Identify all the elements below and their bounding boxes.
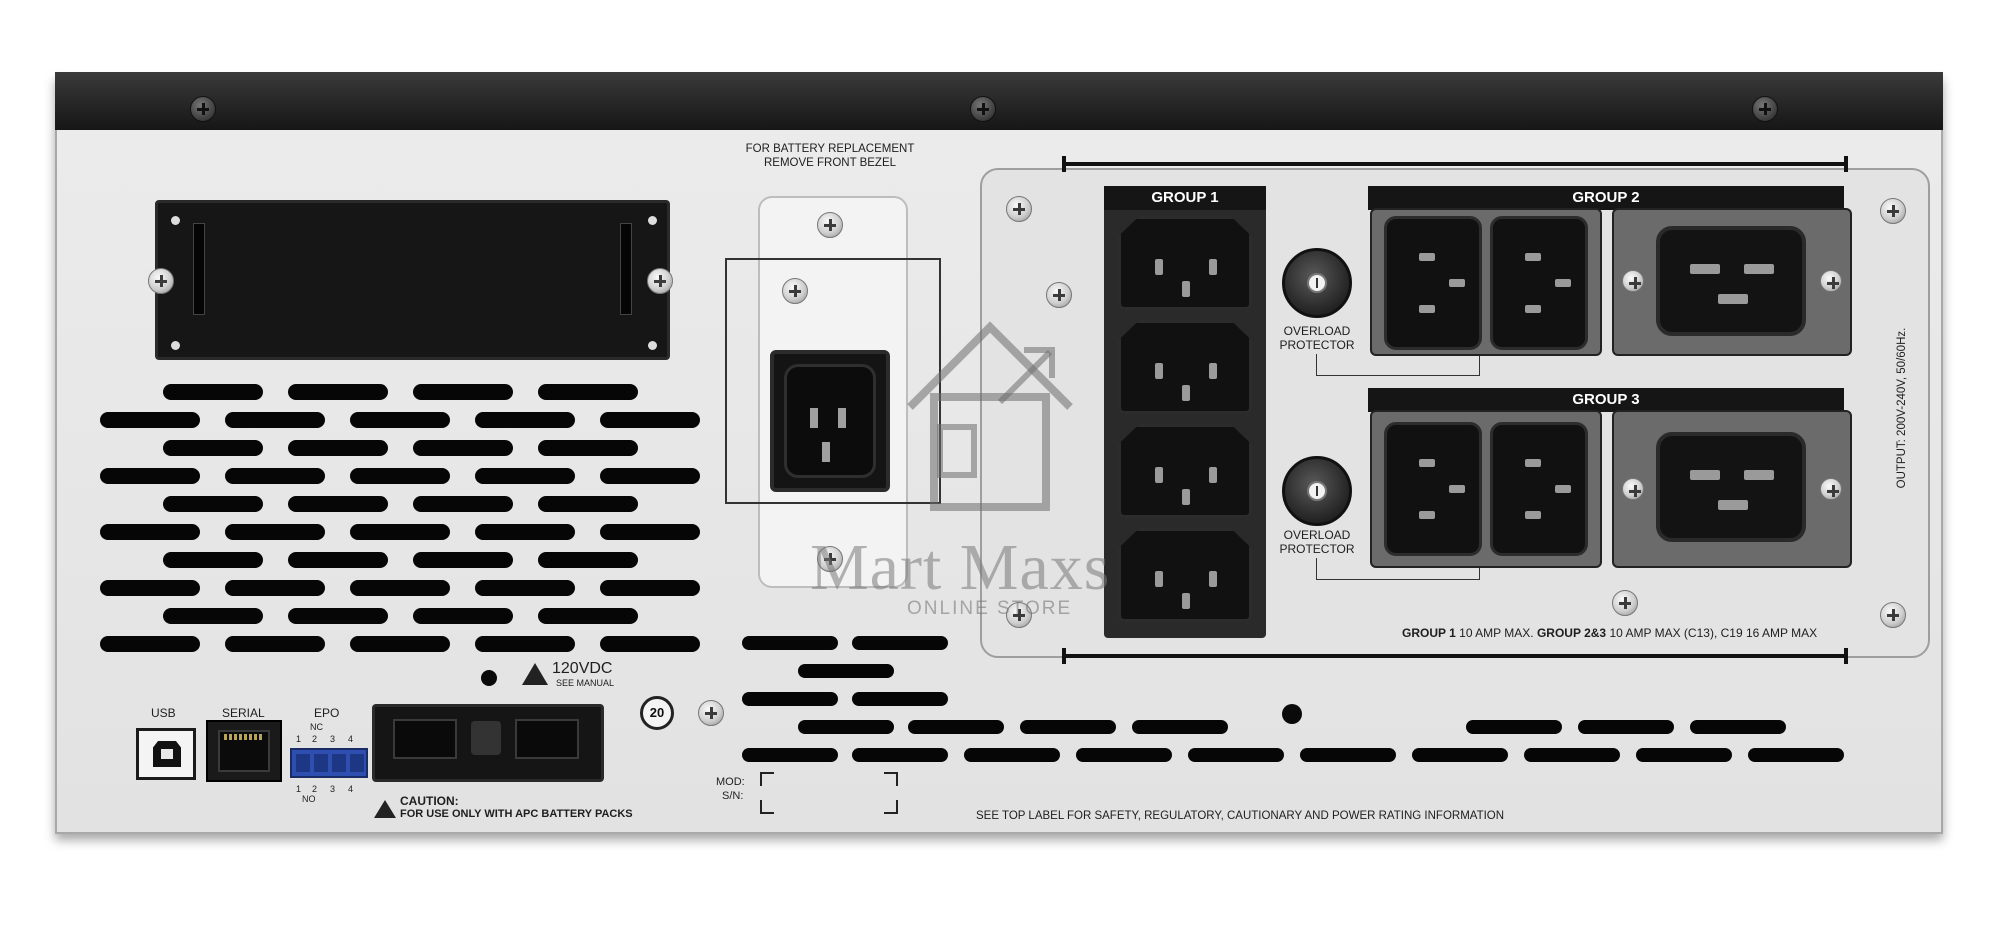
group-plate-screw-icon[interactable] <box>1046 282 1072 308</box>
group3-outlet-c19[interactable] <box>1656 432 1806 542</box>
outlet-screw-icon[interactable] <box>1820 270 1842 292</box>
group1-outlet-c13[interactable] <box>1118 216 1252 310</box>
bottom-bracket-bar <box>1062 654 1848 658</box>
caution-title: CAUTION: <box>400 794 459 808</box>
rivet-icon <box>648 341 657 350</box>
c20-input-inlet[interactable] <box>770 350 890 492</box>
ground-hole-icon <box>481 670 497 686</box>
protector-link-line <box>1316 558 1480 580</box>
serial-port[interactable] <box>206 720 282 782</box>
caution-warning-icon <box>374 800 396 818</box>
group1-outlet-c13[interactable] <box>1118 528 1252 622</box>
sn-label: S/N: <box>722 790 744 802</box>
outlet-screw-icon[interactable] <box>1820 478 1842 500</box>
outlet-screw-icon[interactable] <box>1622 270 1644 292</box>
watermark-house-icon <box>900 312 1080 512</box>
epo-nc-label: NC <box>310 722 323 732</box>
mod-label: MOD: <box>716 776 745 788</box>
rivet-icon <box>171 216 180 225</box>
output-rating-text: OUTPUT: 200V-240V, 50/60Hz. <box>1896 327 1908 489</box>
group1-outlet-c13[interactable] <box>1118 320 1252 414</box>
overload-label-g2-line1: OVERLOAD <box>1283 324 1351 338</box>
rohs-badge-icon: 20 <box>640 696 674 730</box>
group1-outlet-c13[interactable] <box>1118 424 1252 518</box>
group-plate-screw-icon[interactable] <box>1880 602 1906 628</box>
group3-outlet-c13[interactable] <box>1384 422 1482 556</box>
rating-g1-text: 10 AMP MAX. <box>1459 626 1534 640</box>
group-plate-screw-icon[interactable] <box>1612 590 1638 616</box>
plate-screw-icon[interactable] <box>817 212 843 238</box>
epo-pin-3-bottom: 3 <box>330 784 336 794</box>
group-plate-screw-icon[interactable] <box>1006 196 1032 222</box>
group3-overload-protector[interactable] <box>1282 456 1352 526</box>
epo-pin-4: 4 <box>348 734 354 744</box>
group3-header: GROUP 3 <box>1368 388 1844 412</box>
serial-number-field <box>760 772 898 814</box>
epo-pin-1-bottom: 1 <box>296 784 302 794</box>
slot-cover-handle <box>620 223 632 315</box>
group2-outlet-c13[interactable] <box>1490 216 1588 350</box>
slot-screw-icon[interactable] <box>148 268 174 294</box>
footer-safety-note: SEE TOP LABEL FOR SAFETY, REGULATORY, CA… <box>976 810 1505 822</box>
plate-screw-icon[interactable] <box>782 278 808 304</box>
chassis-screw-icon <box>190 96 216 122</box>
outlet-screw-icon[interactable] <box>1622 478 1644 500</box>
top-chassis-bar <box>55 72 1943 130</box>
group1-header: GROUP 1 <box>1104 186 1266 210</box>
epo-label: EPO <box>314 706 340 720</box>
chassis-screw-icon <box>1752 96 1778 122</box>
group3-outlet-c13[interactable] <box>1490 422 1588 556</box>
epo-pin-4-bottom: 4 <box>348 784 354 794</box>
group-rating-text: GROUP 1 10 AMP MAX. GROUP 2&3 10 AMP MAX… <box>1402 626 1817 640</box>
dc-manual-note: SEE MANUAL <box>556 678 615 688</box>
caution-text: FOR USE ONLY WITH APC BATTERY PACKS <box>400 808 633 820</box>
rivet-icon <box>648 216 657 225</box>
overload-label-g3-line1: OVERLOAD <box>1283 528 1351 542</box>
battery-note-line2: REMOVE FRONT BEZEL <box>763 157 897 169</box>
external-battery-connector[interactable] <box>372 704 604 782</box>
epo-pin-3: 3 <box>330 734 336 744</box>
serial-label: SERIAL <box>222 706 265 720</box>
rating-g23-text: 10 AMP MAX (C13), C19 16 AMP MAX <box>1609 626 1818 640</box>
plate-screw-icon[interactable] <box>817 546 843 572</box>
usb-port[interactable] <box>136 728 196 780</box>
protector-link-line <box>1316 354 1480 376</box>
rating-g1-label: GROUP 1 <box>1402 626 1456 640</box>
group-plate-screw-icon[interactable] <box>1006 602 1032 628</box>
overload-label-g2-line2: PROTECTOR <box>1279 338 1355 352</box>
top-bracket-bar <box>1062 162 1848 166</box>
battery-note-line1: FOR BATTERY REPLACEMENT <box>745 143 915 155</box>
group2-header: GROUP 2 <box>1368 186 1844 210</box>
slot-screw-icon[interactable] <box>647 268 673 294</box>
group2-outlet-c13[interactable] <box>1384 216 1482 350</box>
dc-volts-label: 120VDC <box>552 660 613 677</box>
overload-label-g3-line2: PROTECTOR <box>1279 542 1355 556</box>
epo-pin-1: 1 <box>296 734 302 744</box>
watermark-subtitle: ONLINE STORE <box>907 598 1073 619</box>
rivet-icon <box>171 341 180 350</box>
group2-outlet-c19[interactable] <box>1656 226 1806 336</box>
watermark-title: Mart Maxs <box>810 531 1111 604</box>
group2-overload-protector[interactable] <box>1282 248 1352 318</box>
chassis-screw-icon <box>970 96 996 122</box>
group-plate-screw-icon[interactable] <box>1880 198 1906 224</box>
epo-no-label: NO <box>302 794 316 804</box>
usb-label: USB <box>151 706 176 720</box>
panel-screw-icon[interactable] <box>698 700 724 726</box>
network-card-slot-cover <box>155 200 670 360</box>
ground-hole-icon <box>1282 704 1302 724</box>
dc-warning-icon <box>522 663 548 685</box>
slot-cover-handle <box>193 223 205 315</box>
epo-pin-2: 2 <box>312 734 318 744</box>
epo-terminal-block[interactable] <box>290 748 368 778</box>
rating-g23-label: GROUP 2&3 <box>1536 626 1607 640</box>
epo-pin-2-bottom: 2 <box>312 784 318 794</box>
